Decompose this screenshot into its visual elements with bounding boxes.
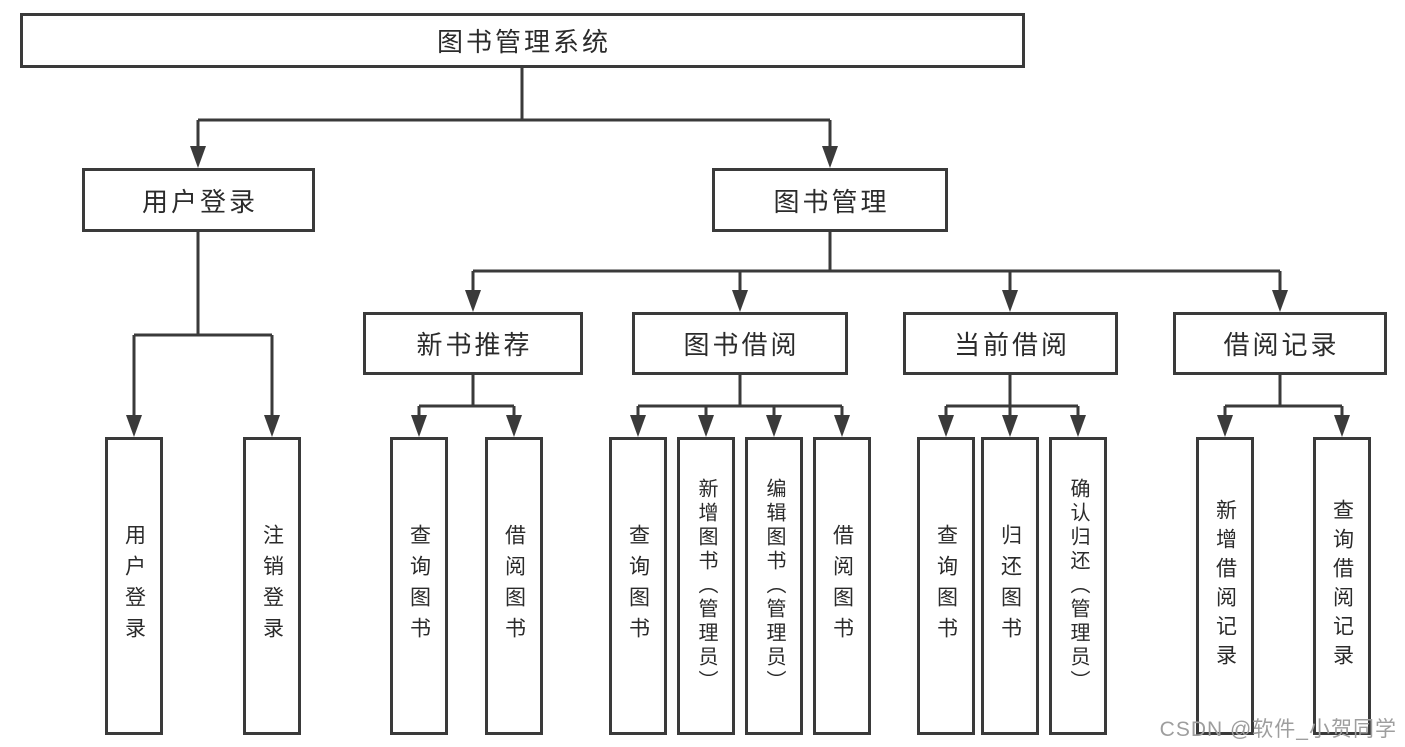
leaf-user-login: 用户登录: [105, 437, 163, 735]
leaf-label: 确认归还（管理员）: [1067, 478, 1089, 694]
leaf-query-borrow-record: 查询借阅记录: [1313, 437, 1371, 735]
leaf-query-books-current: 查询图书: [917, 437, 975, 735]
node-library-management-system: 图书管理系统: [20, 13, 1025, 68]
leaf-add-books-admin: 新增图书（管理员）: [677, 437, 735, 735]
leaf-label: 归还图书: [998, 524, 1022, 648]
leaf-borrow-books-recommend: 借阅图书: [485, 437, 543, 735]
leaf-query-books-recommend: 查询图书: [390, 437, 448, 735]
node-label: 借阅记录: [1223, 330, 1340, 360]
leaf-query-books-borrow: 查询图书: [609, 437, 667, 735]
leaf-label: 查询图书: [407, 524, 431, 648]
leaf-label: 查询图书: [626, 524, 650, 648]
node-label: 当前借阅: [953, 330, 1070, 360]
node-book-borrowing: 图书借阅: [632, 312, 848, 375]
node-label: 新书推荐: [416, 330, 533, 360]
leaf-return-books: 归还图书: [981, 437, 1039, 735]
leaf-edit-books-admin: 编辑图书（管理员）: [745, 437, 803, 735]
leaf-label: 查询图书: [934, 524, 958, 648]
leaf-label: 借阅图书: [502, 524, 526, 648]
node-label: 图书借阅: [683, 330, 800, 360]
node-current-borrowing: 当前借阅: [903, 312, 1118, 375]
node-label: 图书管理系统: [436, 27, 611, 57]
node-new-book-recommend: 新书推荐: [363, 312, 583, 375]
leaf-label: 查询借阅记录: [1330, 499, 1354, 673]
node-label: 图书管理: [773, 186, 890, 217]
node-user-login: 用户登录: [82, 168, 315, 232]
leaf-add-borrow-record: 新增借阅记录: [1196, 437, 1254, 735]
leaf-label: 新增借阅记录: [1213, 499, 1237, 673]
leaf-label: 新增图书（管理员）: [695, 478, 717, 694]
leaf-label: 编辑图书（管理员）: [763, 478, 785, 694]
node-book-management: 图书管理: [712, 168, 948, 232]
leaf-borrow-books: 借阅图书: [813, 437, 871, 735]
leaf-logout: 注销登录: [243, 437, 301, 735]
node-label: 用户登录: [141, 186, 258, 217]
node-borrowing-records: 借阅记录: [1173, 312, 1387, 375]
csdn-watermark: CSDN @软件_小贺同学: [1159, 718, 1397, 741]
leaf-confirm-return-admin: 确认归还（管理员）: [1049, 437, 1107, 735]
leaf-label: 借阅图书: [830, 524, 854, 648]
leaf-label: 注销登录: [260, 524, 284, 648]
leaf-label: 用户登录: [122, 524, 146, 648]
